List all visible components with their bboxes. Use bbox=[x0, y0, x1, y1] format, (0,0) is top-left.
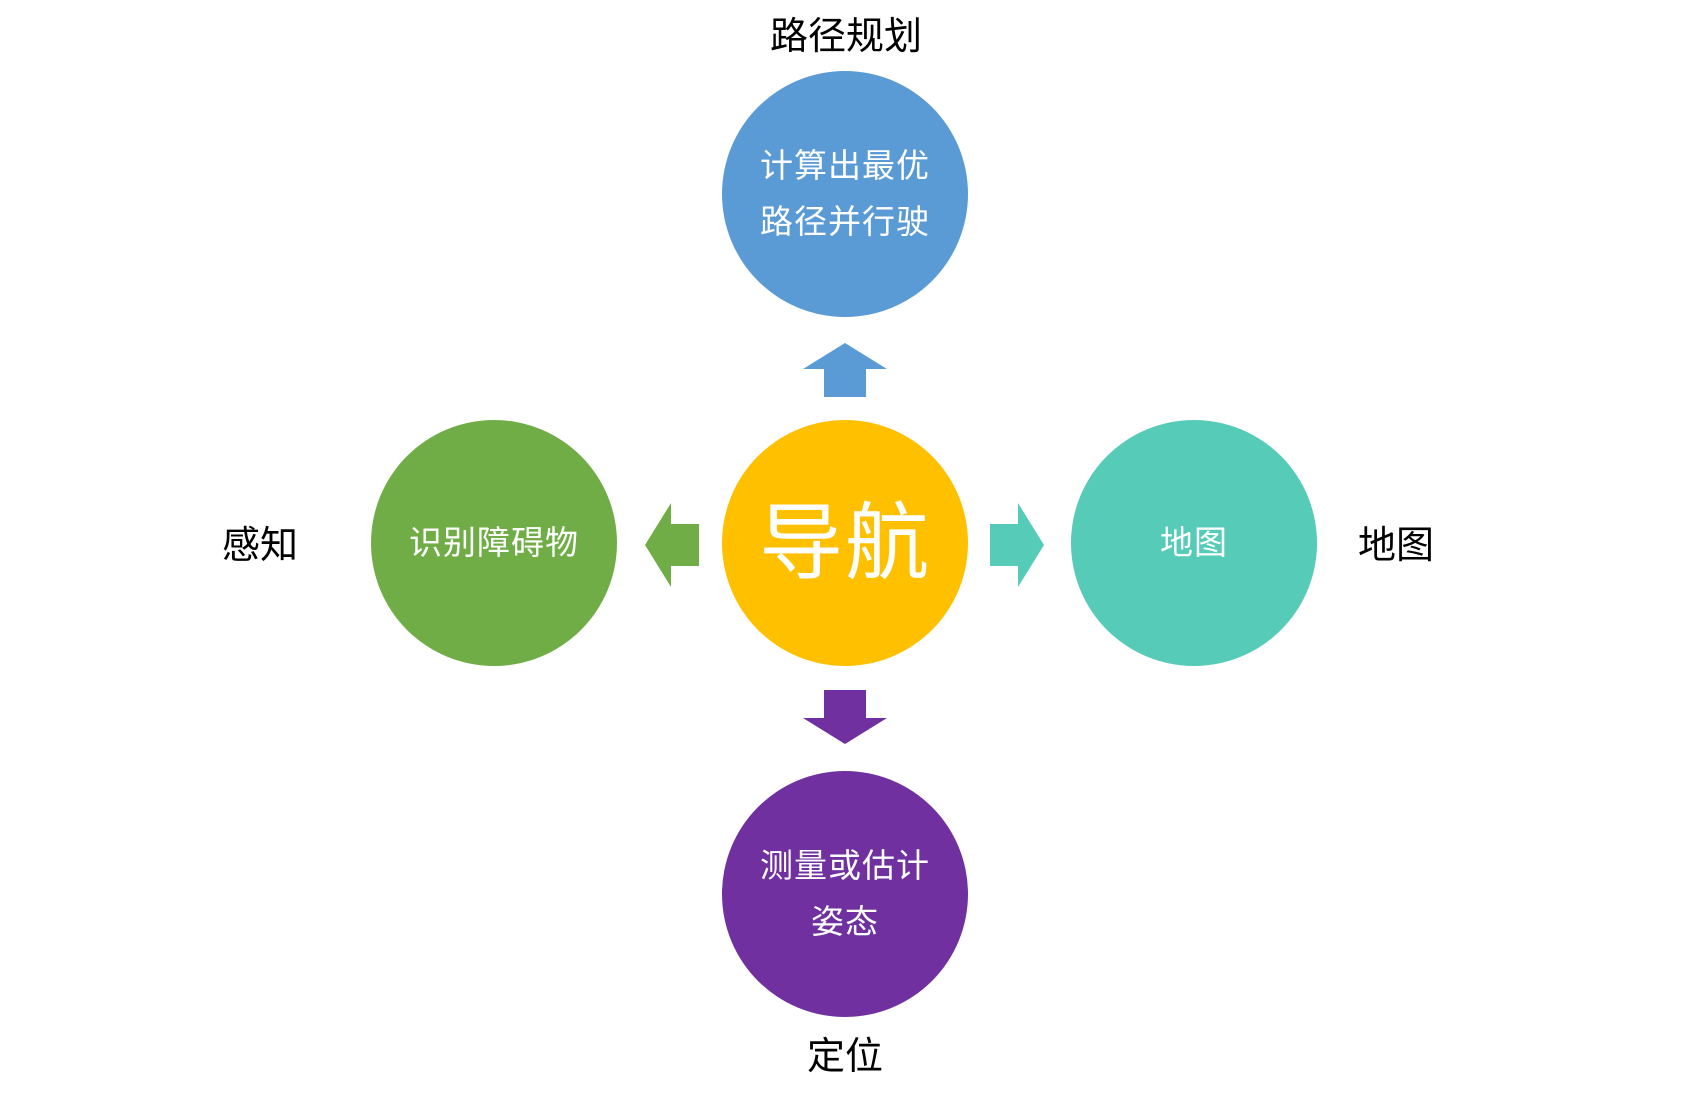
path-planning-text-line-2: 路径并行驶 bbox=[760, 202, 930, 241]
perception-text: 识别障碍物 bbox=[409, 523, 579, 562]
left-arrow-icon bbox=[645, 503, 699, 587]
up-arrow-icon bbox=[803, 343, 887, 397]
navigation-circle: 导航 bbox=[722, 420, 968, 666]
right-arrow-icon bbox=[990, 503, 1044, 587]
map-circle-text: 地图 bbox=[1160, 523, 1228, 562]
navigation-text: 导航 bbox=[758, 494, 931, 592]
localization-circle: 测量或估计 姿态 bbox=[722, 771, 968, 1017]
down-arrow-icon bbox=[803, 690, 887, 744]
path-planning-label: 路径规划 bbox=[770, 14, 923, 58]
localization-label: 定位 bbox=[807, 1034, 884, 1078]
perception-label: 感知 bbox=[222, 523, 299, 567]
perception-circle: 识别障碍物 bbox=[371, 420, 617, 666]
map-label: 地图 bbox=[1358, 523, 1435, 567]
path-planning-text-line-1: 计算出最优 bbox=[760, 146, 930, 185]
localization-text-line-1: 测量或估计 bbox=[760, 846, 930, 885]
localization-text-line-2: 姿态 bbox=[811, 902, 879, 941]
map-circle: 地图 bbox=[1071, 420, 1317, 666]
path-planning-circle: 计算出最优 路径并行驶 bbox=[722, 71, 968, 317]
